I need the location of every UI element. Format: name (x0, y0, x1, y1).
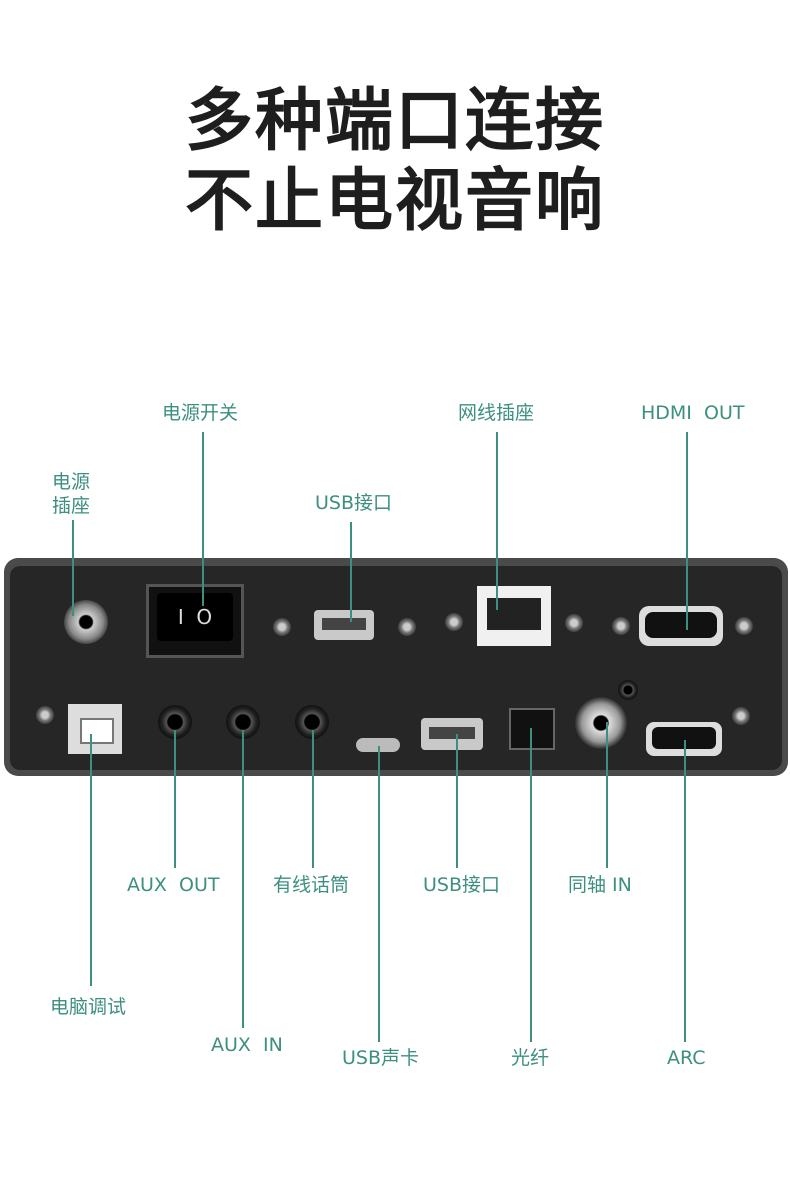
screw (273, 618, 291, 636)
label-coaxial-in: 同轴 IN (568, 874, 632, 896)
usb-top-line (350, 522, 352, 622)
label-power-switch: 电源开关 (162, 402, 239, 424)
usb-a-port-top (314, 610, 374, 640)
label-aux-out: AUX OUT (127, 874, 220, 896)
power-switch-line (202, 432, 204, 606)
screw (732, 707, 750, 725)
ethernet-port (477, 586, 551, 646)
power-switch: I O (146, 584, 244, 658)
usb-bottom-line (456, 734, 458, 868)
coaxial-auxiliary-hole (618, 680, 638, 700)
label-aux-in: AUX IN (211, 1034, 283, 1056)
label-hdmi-out: HDMI OUT (641, 402, 745, 424)
headline-line2: 不止电视音响 (184, 162, 605, 241)
coaxial-in-jack (574, 696, 628, 750)
wired-mic-line (312, 730, 314, 868)
label-pc-debug: 电脑调试 (50, 996, 127, 1018)
optical-line (530, 728, 532, 1042)
label-wired-mic: 有线话筒 (273, 874, 350, 896)
screw (735, 617, 753, 635)
label-ethernet: 网线插座 (458, 402, 535, 424)
coaxial-in-line (606, 722, 608, 868)
usb-b-port (68, 704, 122, 754)
arc-hdmi-port (646, 722, 722, 756)
pc-debug-line (90, 734, 92, 986)
headline-line1: 多种端口连接 (184, 82, 605, 161)
label-optical: 光纤 (511, 1047, 550, 1069)
arc-line (684, 740, 686, 1042)
label-usb-top: USB接口 (315, 492, 393, 514)
optical-port (509, 708, 555, 750)
ethernet-line (496, 432, 498, 610)
usb-sound-card-line (378, 746, 380, 1042)
usb-a-port-bottom (421, 718, 483, 750)
dc-power-jack (64, 600, 108, 644)
usb-c-port (356, 738, 400, 752)
label-arc: ARC (667, 1047, 706, 1069)
screw (398, 618, 416, 636)
screw (445, 613, 463, 631)
aux-in-line (242, 730, 244, 1028)
aux-out-line (174, 730, 176, 868)
label-usb-sound-card: USB声卡 (342, 1047, 420, 1069)
screw (612, 617, 630, 635)
screw (36, 706, 54, 724)
screw (565, 614, 583, 632)
hdmi-out-port (639, 606, 723, 646)
label-dc-power: 电源 插座 (52, 471, 91, 517)
hdmi-out-line (686, 432, 688, 630)
dc-power-line (72, 520, 74, 616)
label-usb-bottom: USB接口 (423, 874, 501, 896)
